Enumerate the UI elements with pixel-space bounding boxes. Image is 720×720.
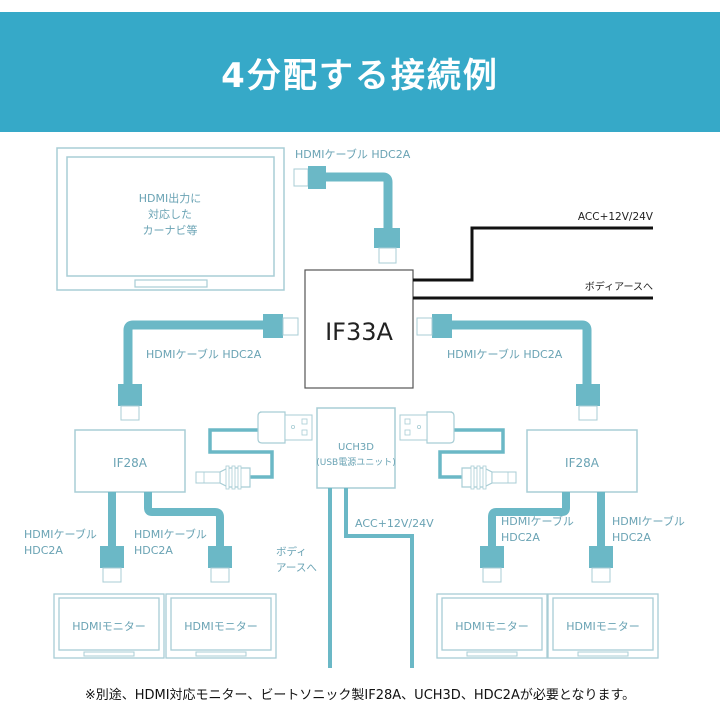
uch3d-usb-unit: UCH3D (USB電源ユニット) ACC+12V/24V ボディ アースへ	[276, 407, 434, 668]
hdmi-cable-bottom-3-line1: HDMIケーブル	[501, 514, 574, 528]
hdmi-cable-bottom-1: HDMIケーブル HDC2A	[24, 492, 124, 583]
hdmi-cable-top-label: HDMIケーブル HDC2A	[295, 147, 411, 161]
if28a-receiver-right: IF28A	[526, 429, 638, 493]
hdmi-cable-left: HDMIケーブル HDC2A	[118, 314, 299, 421]
hdmi-cable-bottom-2-line2: HDC2A	[134, 544, 173, 557]
if28a-right-label: IF28A	[565, 456, 600, 470]
hdmi-cable-bottom-4: HDMIケーブル HDC2A	[589, 492, 685, 583]
usb-ground-label-line1: ボディ	[276, 545, 307, 558]
uch3d-label-line1: UCH3D	[338, 442, 374, 453]
hdmi-cable-left-label: HDMIケーブル HDC2A	[146, 347, 262, 361]
usb-power-cable-right	[399, 411, 517, 490]
hdmi-cable-bottom-4-line2: HDC2A	[612, 531, 651, 544]
uch3d-label-line2: (USB電源ユニット)	[316, 457, 396, 468]
usb-acc-label: ACC+12V/24V	[355, 517, 434, 530]
hdmi-cable-right: HDMIケーブル HDC2A	[416, 314, 600, 421]
hdmi-cable-bottom-1-line1: HDMIケーブル	[24, 527, 97, 541]
source-display: HDMI出力に 対応した カーナビ等	[56, 147, 285, 291]
page-title: 4分配する接続例	[221, 55, 499, 96]
usb-ground-label-line2: アースへ	[276, 562, 317, 574]
source-label-line2: 対応した	[148, 207, 192, 221]
usb-power-cable-left	[195, 411, 313, 490]
if28a-receiver-left: IF28A	[74, 429, 186, 493]
hdmi-monitor-3-label: HDMIモニター	[455, 620, 528, 633]
hdmi-cable-bottom-2-line1: HDMIケーブル	[134, 527, 207, 541]
if33a-distributor: IF33A	[304, 269, 414, 389]
hdmi-monitor-4: HDMIモニター	[547, 593, 659, 659]
hdmi-monitor-2: HDMIモニター	[165, 593, 277, 659]
hdmi-cable-right-label: HDMIケーブル HDC2A	[447, 347, 563, 361]
acc-power-label: ACC+12V/24V	[578, 211, 654, 223]
hdmi-monitor-1-label: HDMIモニター	[72, 620, 145, 633]
hdmi-cable-top: HDMIケーブル HDC2A	[293, 147, 411, 264]
footnote: ※別途、HDMI対応モニター、ビートソニック製IF28A、UCH3D、HDC2A…	[84, 688, 636, 703]
hdmi-cable-bottom-3: HDMIケーブル HDC2A	[480, 492, 574, 583]
hdmi-monitor-3: HDMIモニター	[436, 593, 548, 659]
hdmi-cable-bottom-2: HDMIケーブル HDC2A	[134, 492, 232, 583]
hdmi-cable-bottom-1-line2: HDC2A	[24, 544, 63, 557]
power-wires: ACC+12V/24V ボディアースへ	[413, 211, 654, 300]
if28a-left-label: IF28A	[113, 456, 148, 470]
title-banner: 4分配する接続例	[0, 12, 720, 132]
source-label-line3: カーナビ等	[143, 223, 198, 237]
hdmi-monitor-4-label: HDMIモニター	[566, 620, 639, 633]
hdmi-monitor-2-label: HDMIモニター	[184, 620, 257, 633]
hdmi-monitor-1: HDMIモニター	[53, 593, 165, 659]
body-ground-label: ボディアースへ	[585, 280, 653, 293]
source-label-line1: HDMI出力に	[139, 191, 201, 205]
if33a-label: IF33A	[325, 318, 393, 346]
hdmi-cable-bottom-3-line2: HDC2A	[501, 531, 540, 544]
hdmi-cable-bottom-4-line1: HDMIケーブル	[612, 514, 685, 528]
